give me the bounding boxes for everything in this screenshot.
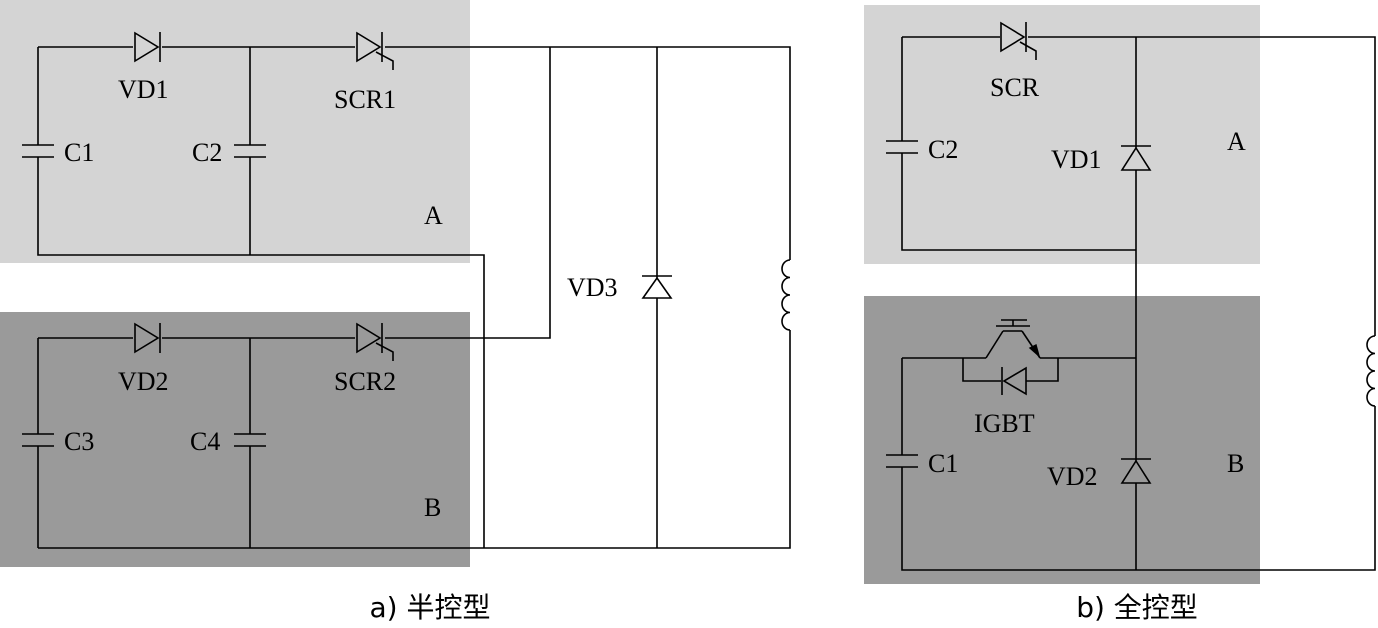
igbt-freewheel-diode (1001, 366, 1027, 396)
scr2-label: SCR2 (334, 367, 396, 396)
region-b-label-b: B (1227, 449, 1244, 478)
igbt-label: IGBT (974, 409, 1035, 438)
vd2-label-b: VD2 (1047, 462, 1098, 491)
scr2-thyristor (356, 322, 394, 361)
c4-label: C4 (190, 427, 220, 456)
vd1-diode (134, 31, 161, 63)
c1-capacitor-b (886, 454, 918, 468)
c2-capacitor (234, 144, 266, 158)
scr1-thyristor (356, 31, 394, 70)
vd1-label-b: VD1 (1051, 145, 1102, 174)
region-a-shade-b (864, 5, 1260, 264)
region-a-label: A (424, 201, 443, 230)
region-b-shade (0, 312, 470, 567)
section-b-wires (37, 337, 355, 548)
figure-b-caption: b) 全控型 (1076, 591, 1198, 624)
figure-a-caption: a) 半控型 (370, 591, 491, 624)
c4-capacitor (234, 433, 266, 447)
c1-capacitor (22, 144, 54, 158)
figure-b: SCR C2 VD1 A IGBT C1 VD2 B b) 全控型 (864, 5, 1376, 624)
vd1-label: VD1 (118, 75, 169, 104)
vd2-label: VD2 (118, 367, 169, 396)
c1-label-b: C1 (928, 449, 958, 478)
vd2-diode (134, 322, 161, 354)
section-b-wires-b (901, 357, 1376, 571)
inductor-b (1366, 335, 1376, 407)
c2-label: C2 (192, 138, 222, 167)
inductor-a (781, 259, 791, 331)
scr-label: SCR (990, 73, 1040, 102)
scr-thyristor (1000, 21, 1037, 60)
c3-capacitor (22, 433, 54, 447)
vd2-diode-b (1120, 458, 1152, 484)
vd3-label: VD3 (567, 273, 618, 302)
igbt-emitter-arrow-icon (1028, 343, 1041, 359)
region-b-shade-b (864, 296, 1260, 584)
region-b-label: B (424, 493, 441, 522)
c3-label: C3 (64, 427, 94, 456)
c2-capacitor-b (886, 140, 918, 154)
c2-label-b: C2 (928, 135, 958, 164)
figure-a: VD1 SCR1 C1 C2 A VD3 VD2 SCR2 C3 C4 B a)… (0, 0, 791, 624)
vd1-diode-b (1120, 145, 1152, 171)
region-a-label-b: A (1227, 127, 1246, 156)
section-a-wires-b (901, 36, 1376, 358)
region-a-shade (0, 0, 470, 263)
section-a-wires (37, 46, 791, 549)
c1-label: C1 (64, 138, 94, 167)
vd3-diode (641, 275, 673, 299)
scr1-label: SCR1 (334, 85, 396, 114)
